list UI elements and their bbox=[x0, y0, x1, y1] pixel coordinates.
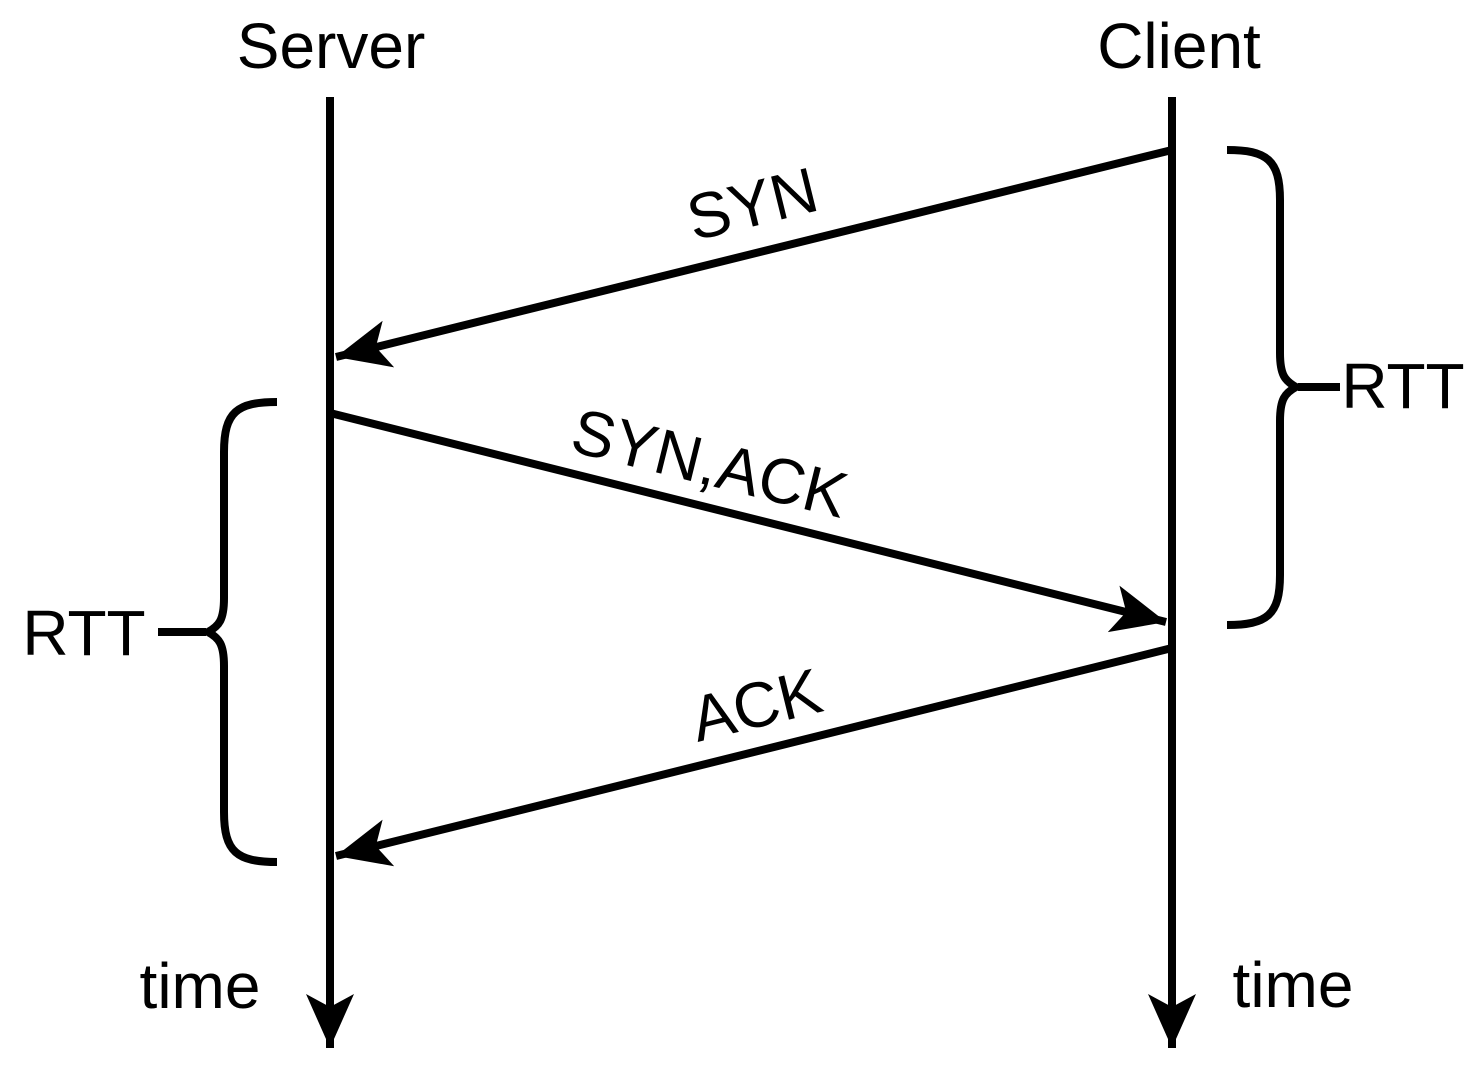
server-label: Server bbox=[237, 10, 426, 82]
client-label: Client bbox=[1097, 10, 1261, 82]
syn-arrow bbox=[335, 146, 1173, 368]
time-server-label: time bbox=[140, 950, 261, 1022]
client-rtt-brace bbox=[1226, 146, 1305, 629]
rtt-right-label: RTT bbox=[1341, 350, 1464, 422]
diagram-strokes bbox=[158, 97, 1340, 1048]
server-rtt-brace bbox=[199, 398, 278, 866]
ack-arrow bbox=[335, 644, 1173, 867]
diagram-labels: Server Client SYN SYN,ACK ACK RTT RTT ti… bbox=[22, 10, 1464, 1022]
rtt-left-label: RTT bbox=[22, 597, 145, 669]
time-client-label: time bbox=[1233, 949, 1354, 1021]
synack-arrow bbox=[329, 409, 1167, 633]
